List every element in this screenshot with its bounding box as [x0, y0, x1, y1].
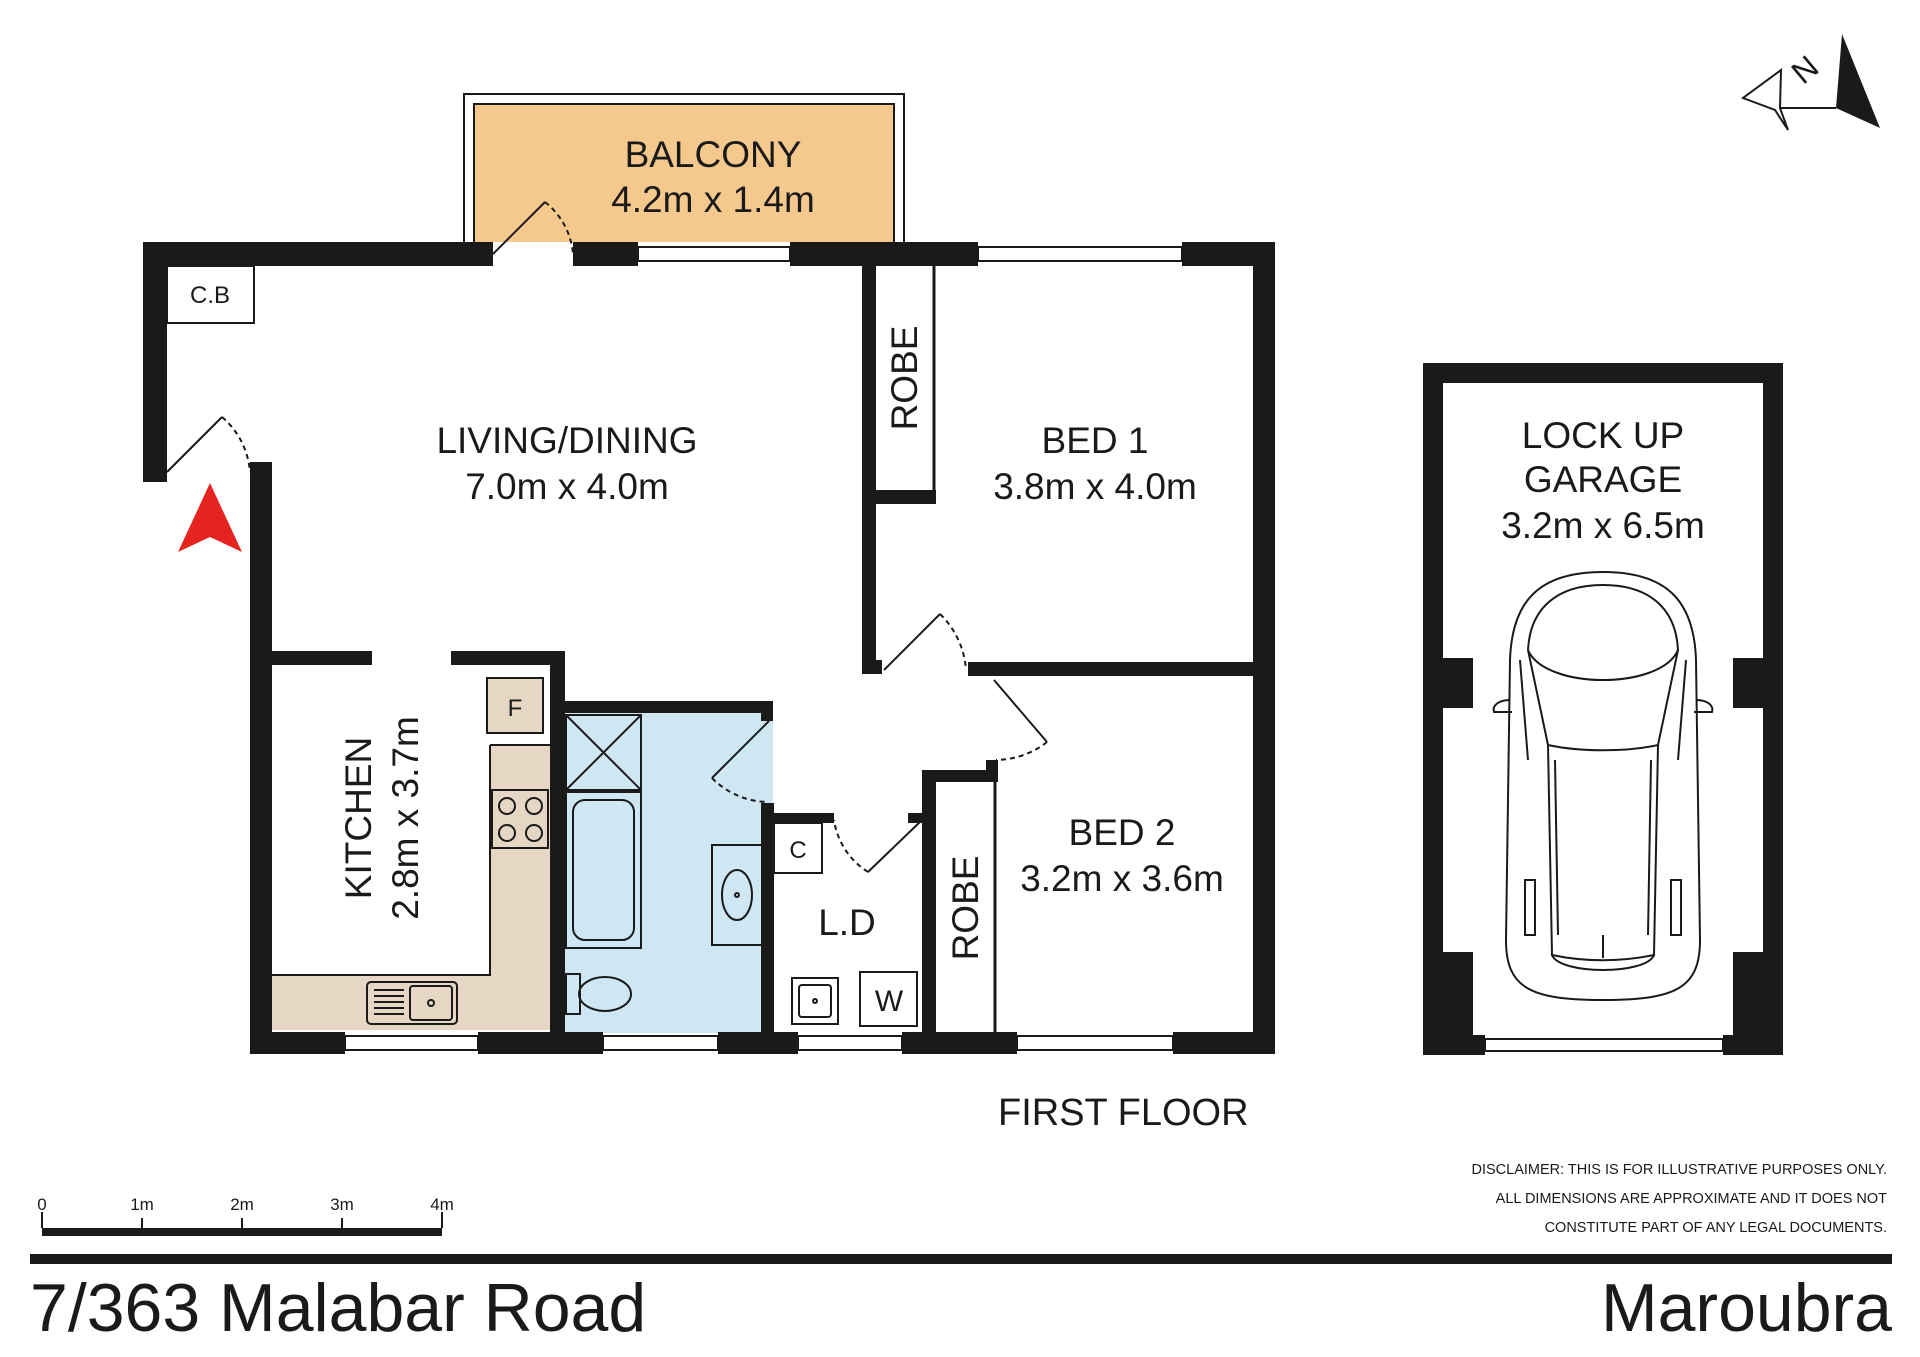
fridge-label: F: [508, 695, 523, 722]
bed2-name: BED 2: [1069, 812, 1176, 853]
bed1-name: BED 1: [1042, 420, 1149, 461]
garage-name-line1: LOCK UP: [1522, 415, 1684, 456]
scale-tick-4: 4m: [430, 1195, 454, 1214]
compass-icon: N: [1740, 34, 1880, 131]
scale-tick-1: 1m: [130, 1195, 154, 1214]
entry-arrow: [178, 483, 242, 552]
kitchen-name: KITCHEN: [338, 737, 379, 899]
washer-label: W: [875, 985, 904, 1018]
living-name: LIVING/DINING: [436, 420, 697, 461]
toilet: [565, 973, 632, 1015]
bed1-dims: 3.8m x 4.0m: [993, 466, 1197, 507]
bed2-dims: 3.2m x 3.6m: [1020, 858, 1224, 899]
garage-dims: 3.2m x 6.5m: [1501, 505, 1705, 546]
compass-letter: N: [1785, 48, 1826, 90]
cb-label: C.B: [190, 282, 230, 309]
scale-tick-3: 3m: [330, 1195, 354, 1214]
cb-cupboard: [166, 265, 255, 324]
laundry-cupboard-label: C: [789, 837, 806, 864]
scale-tick-2: 2m: [230, 1195, 254, 1214]
garage-door: [1484, 1038, 1724, 1052]
bathtub: [565, 791, 642, 949]
laundry-tub: [791, 977, 839, 1025]
car-icon: [1492, 570, 1714, 1002]
kitchen-bench-outline: [272, 744, 550, 976]
garage-walls: [1423, 363, 1783, 1055]
bathroom-fill: [565, 713, 773, 1033]
shower: [565, 714, 642, 791]
balcony-name: BALCONY: [625, 134, 802, 175]
windows: [344, 246, 1183, 1051]
scale-tick-0: 0: [37, 1195, 46, 1214]
kitchen-bench-fill: [272, 745, 550, 1030]
disclaimer-line-2: ALL DIMENSIONS ARE APPROXIMATE AND IT DO…: [1495, 1191, 1887, 1207]
balcony-fill: [475, 104, 893, 242]
laundry-name: L.D: [818, 902, 876, 943]
living-dims: 7.0m x 4.0m: [465, 466, 669, 507]
balcony-dims: 4.2m x 1.4m: [611, 179, 815, 220]
footer-rule: [30, 1254, 1892, 1264]
fridge: [486, 677, 544, 734]
robe1-label: ROBE: [884, 326, 925, 431]
address: 7/363 Malabar Road: [30, 1270, 647, 1346]
scale-bar: 0 1m 2m 3m 4m: [37, 1195, 454, 1236]
doors: [166, 201, 1048, 873]
laundry-cupboard: [773, 822, 823, 874]
vanity: [711, 844, 763, 946]
unit-walls: [143, 242, 1275, 1054]
cooktop: [491, 789, 549, 849]
kitchen-sink: [366, 981, 458, 1025]
thin-partitions: [932, 264, 997, 1032]
balcony-railing: [463, 93, 905, 245]
kitchen-dims: 2.8m x 3.7m: [385, 716, 426, 920]
disclaimer-line-3: CONSTITUTE PART OF ANY LEGAL DOCUMENTS.: [1544, 1220, 1887, 1236]
floor-label: FIRST FLOOR: [998, 1092, 1249, 1134]
garage-name-line2: GARAGE: [1524, 459, 1682, 500]
disclaimer-line-1: DISCLAIMER: THIS IS FOR ILLUSTRATIVE PUR…: [1471, 1162, 1887, 1178]
suburb: Maroubra: [1600, 1270, 1892, 1346]
washer: [859, 971, 918, 1027]
robe2-label: ROBE: [945, 856, 986, 961]
